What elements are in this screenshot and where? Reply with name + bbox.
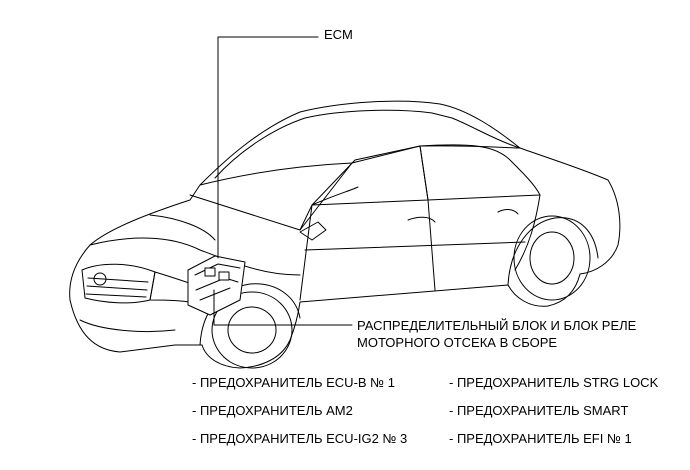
front-wheel <box>211 291 293 369</box>
ecm-leader-line <box>217 36 319 259</box>
front-wheel-arch <box>199 283 301 346</box>
windshield <box>189 162 353 231</box>
front-window <box>311 145 429 206</box>
relay-block-label-line2: МОТОРНОГО ОТСЕКА В СБОРЕ <box>357 335 558 350</box>
front-door <box>299 204 313 301</box>
fuse-list-left: - ПРЕДОХРАНИТЕЛЬ ECU-B № 1 - ПРЕДОХРАНИТ… <box>192 375 407 459</box>
ecm-relay-assembly <box>187 255 246 316</box>
fuse-item: - ПРЕДОХРАНИТЕЛЬ AM2 <box>192 403 353 418</box>
fuse-item: - ПРЕДОХРАНИТЕЛЬ EFI № 1 <box>449 431 632 446</box>
fuse-item: - ПРЕДОХРАНИТЕЛЬ STRG LOCK <box>449 375 659 390</box>
hood <box>89 237 301 276</box>
rear-window <box>419 144 541 201</box>
fuse-item: - ПРЕДОХРАНИТЕЛЬ ECU-B № 1 <box>192 375 395 390</box>
rear-wheel-arch <box>507 217 599 286</box>
side-mirror <box>299 221 327 241</box>
fuse-list-right: - ПРЕДОХРАНИТЕЛЬ STRG LOCK - ПРЕДОХРАНИТ… <box>449 375 658 459</box>
fuse-item: - ПРЕДОХРАНИТЕЛЬ SMART <box>449 403 629 418</box>
car-body-outline <box>69 100 621 369</box>
relay-leader-line <box>213 289 353 326</box>
relay-block-label-line1: РАСПРЕДЕЛИТЕЛЬНЫЙ БЛОК И БЛОК РЕЛЕ <box>357 318 637 333</box>
ecm-label: ECM <box>324 27 353 42</box>
rear-wheel <box>513 215 591 301</box>
fuse-item: - ПРЕДОХРАНИТЕЛЬ ECU-IG2 № 3 <box>192 431 408 446</box>
car-roof <box>199 145 521 186</box>
emblem <box>93 272 107 286</box>
